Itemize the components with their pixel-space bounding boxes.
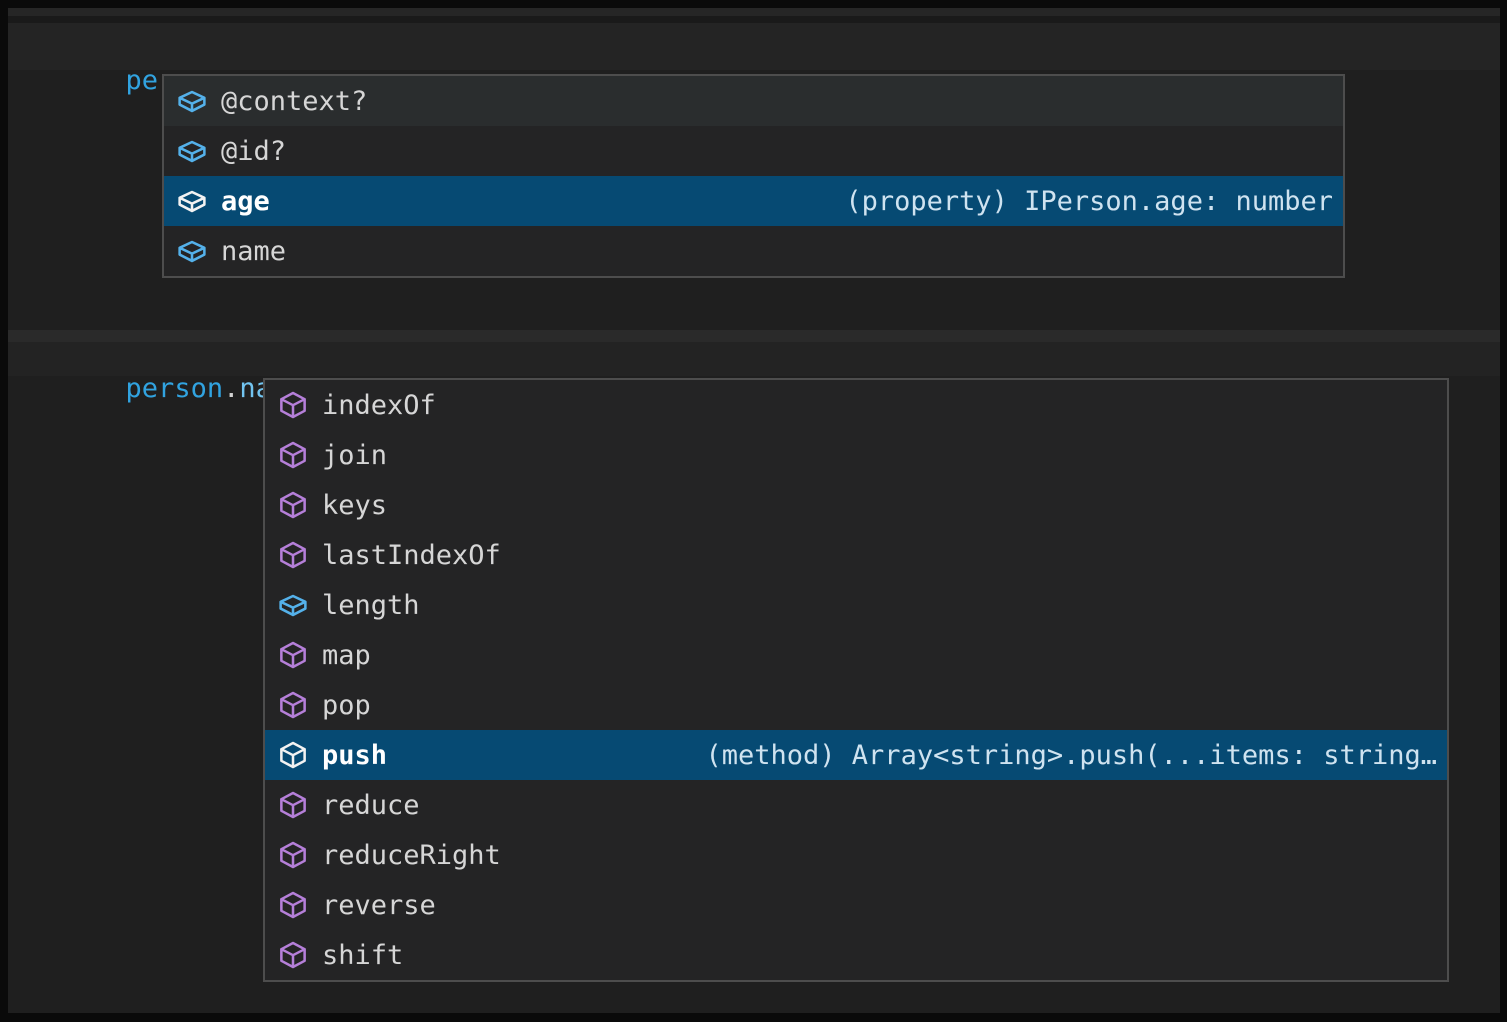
current-line-highlight bbox=[8, 342, 1500, 376]
code-token: . bbox=[223, 373, 240, 404]
suggestion-label: push bbox=[322, 739, 388, 771]
suggestion-label: reduce bbox=[322, 789, 420, 821]
suggestion-label: keys bbox=[322, 489, 388, 521]
suggestion-label: @id? bbox=[221, 135, 287, 167]
suggestion-detail: (property) IPerson.age: number bbox=[845, 185, 1333, 217]
symbol-method-icon bbox=[280, 941, 306, 969]
editor-seam-band bbox=[8, 330, 1500, 342]
symbol-method-icon bbox=[280, 791, 306, 819]
editor-seam-band bbox=[8, 16, 1500, 23]
symbol-method-icon bbox=[280, 641, 306, 669]
suggestion-label: age bbox=[221, 185, 270, 217]
symbol-field-icon bbox=[178, 240, 206, 263]
suggestion-item[interactable]: @context? bbox=[164, 76, 1343, 126]
suggestion-item[interactable]: length bbox=[265, 580, 1447, 630]
suggestion-item[interactable]: lastIndexOf bbox=[265, 530, 1447, 580]
suggestion-item[interactable]: map bbox=[265, 630, 1447, 680]
suggestion-label: length bbox=[322, 589, 420, 621]
symbol-method-icon bbox=[280, 541, 306, 569]
symbol-method-icon bbox=[280, 841, 306, 869]
symbol-method-icon bbox=[280, 741, 306, 769]
suggestion-item[interactable]: name bbox=[164, 226, 1343, 276]
current-line-highlight bbox=[8, 23, 1500, 70]
suggestion-item[interactable]: shift bbox=[265, 930, 1447, 980]
suggestion-label: join bbox=[322, 439, 388, 471]
suggestion-label: name bbox=[221, 235, 287, 267]
suggest-widget-1: @context? @id? age (property) IPer bbox=[162, 74, 1345, 278]
suggestion-item[interactable]: indexOf bbox=[265, 380, 1447, 430]
suggestion-detail: (method) Array<string>.push(...items: st… bbox=[705, 739, 1438, 771]
symbol-method-icon bbox=[280, 691, 306, 719]
suggestion-item[interactable]: reverse bbox=[265, 880, 1447, 930]
suggestion-label: reduceRight bbox=[322, 839, 501, 871]
code-editor[interactable]: person.; @context? @id? bbox=[8, 8, 1500, 1013]
symbol-method-icon bbox=[280, 491, 306, 519]
suggestion-label: indexOf bbox=[322, 389, 436, 421]
suggestion-label: @context? bbox=[221, 85, 368, 117]
symbol-method-icon bbox=[280, 891, 306, 919]
suggestion-item[interactable]: reduce bbox=[265, 780, 1447, 830]
suggest-widget-2: indexOf join keys bbox=[263, 378, 1449, 982]
symbol-method-icon bbox=[280, 441, 306, 469]
suggestion-item[interactable]: push (method) Array<string>.push(...item… bbox=[265, 730, 1447, 780]
suggestion-item[interactable]: age (property) IPerson.age: number bbox=[164, 176, 1343, 226]
symbol-field-icon bbox=[279, 594, 307, 617]
suggestion-item[interactable]: join bbox=[265, 430, 1447, 480]
suggestion-item[interactable]: keys bbox=[265, 480, 1447, 530]
suggestion-label: shift bbox=[322, 939, 404, 971]
code-token: person bbox=[125, 373, 224, 404]
suggestion-label: lastIndexOf bbox=[322, 539, 501, 571]
suggestion-item[interactable]: reduceRight bbox=[265, 830, 1447, 880]
editor-seam-band bbox=[8, 8, 1500, 16]
suggestion-item[interactable]: pop bbox=[265, 680, 1447, 730]
suggestion-label: reverse bbox=[322, 889, 436, 921]
suggestion-label: map bbox=[322, 639, 371, 671]
suggestion-label: pop bbox=[322, 689, 371, 721]
symbol-field-icon bbox=[178, 90, 206, 113]
symbol-field-icon bbox=[178, 190, 206, 213]
symbol-method-icon bbox=[280, 391, 306, 419]
suggestion-item[interactable]: @id? bbox=[164, 126, 1343, 176]
symbol-field-icon bbox=[178, 140, 206, 163]
